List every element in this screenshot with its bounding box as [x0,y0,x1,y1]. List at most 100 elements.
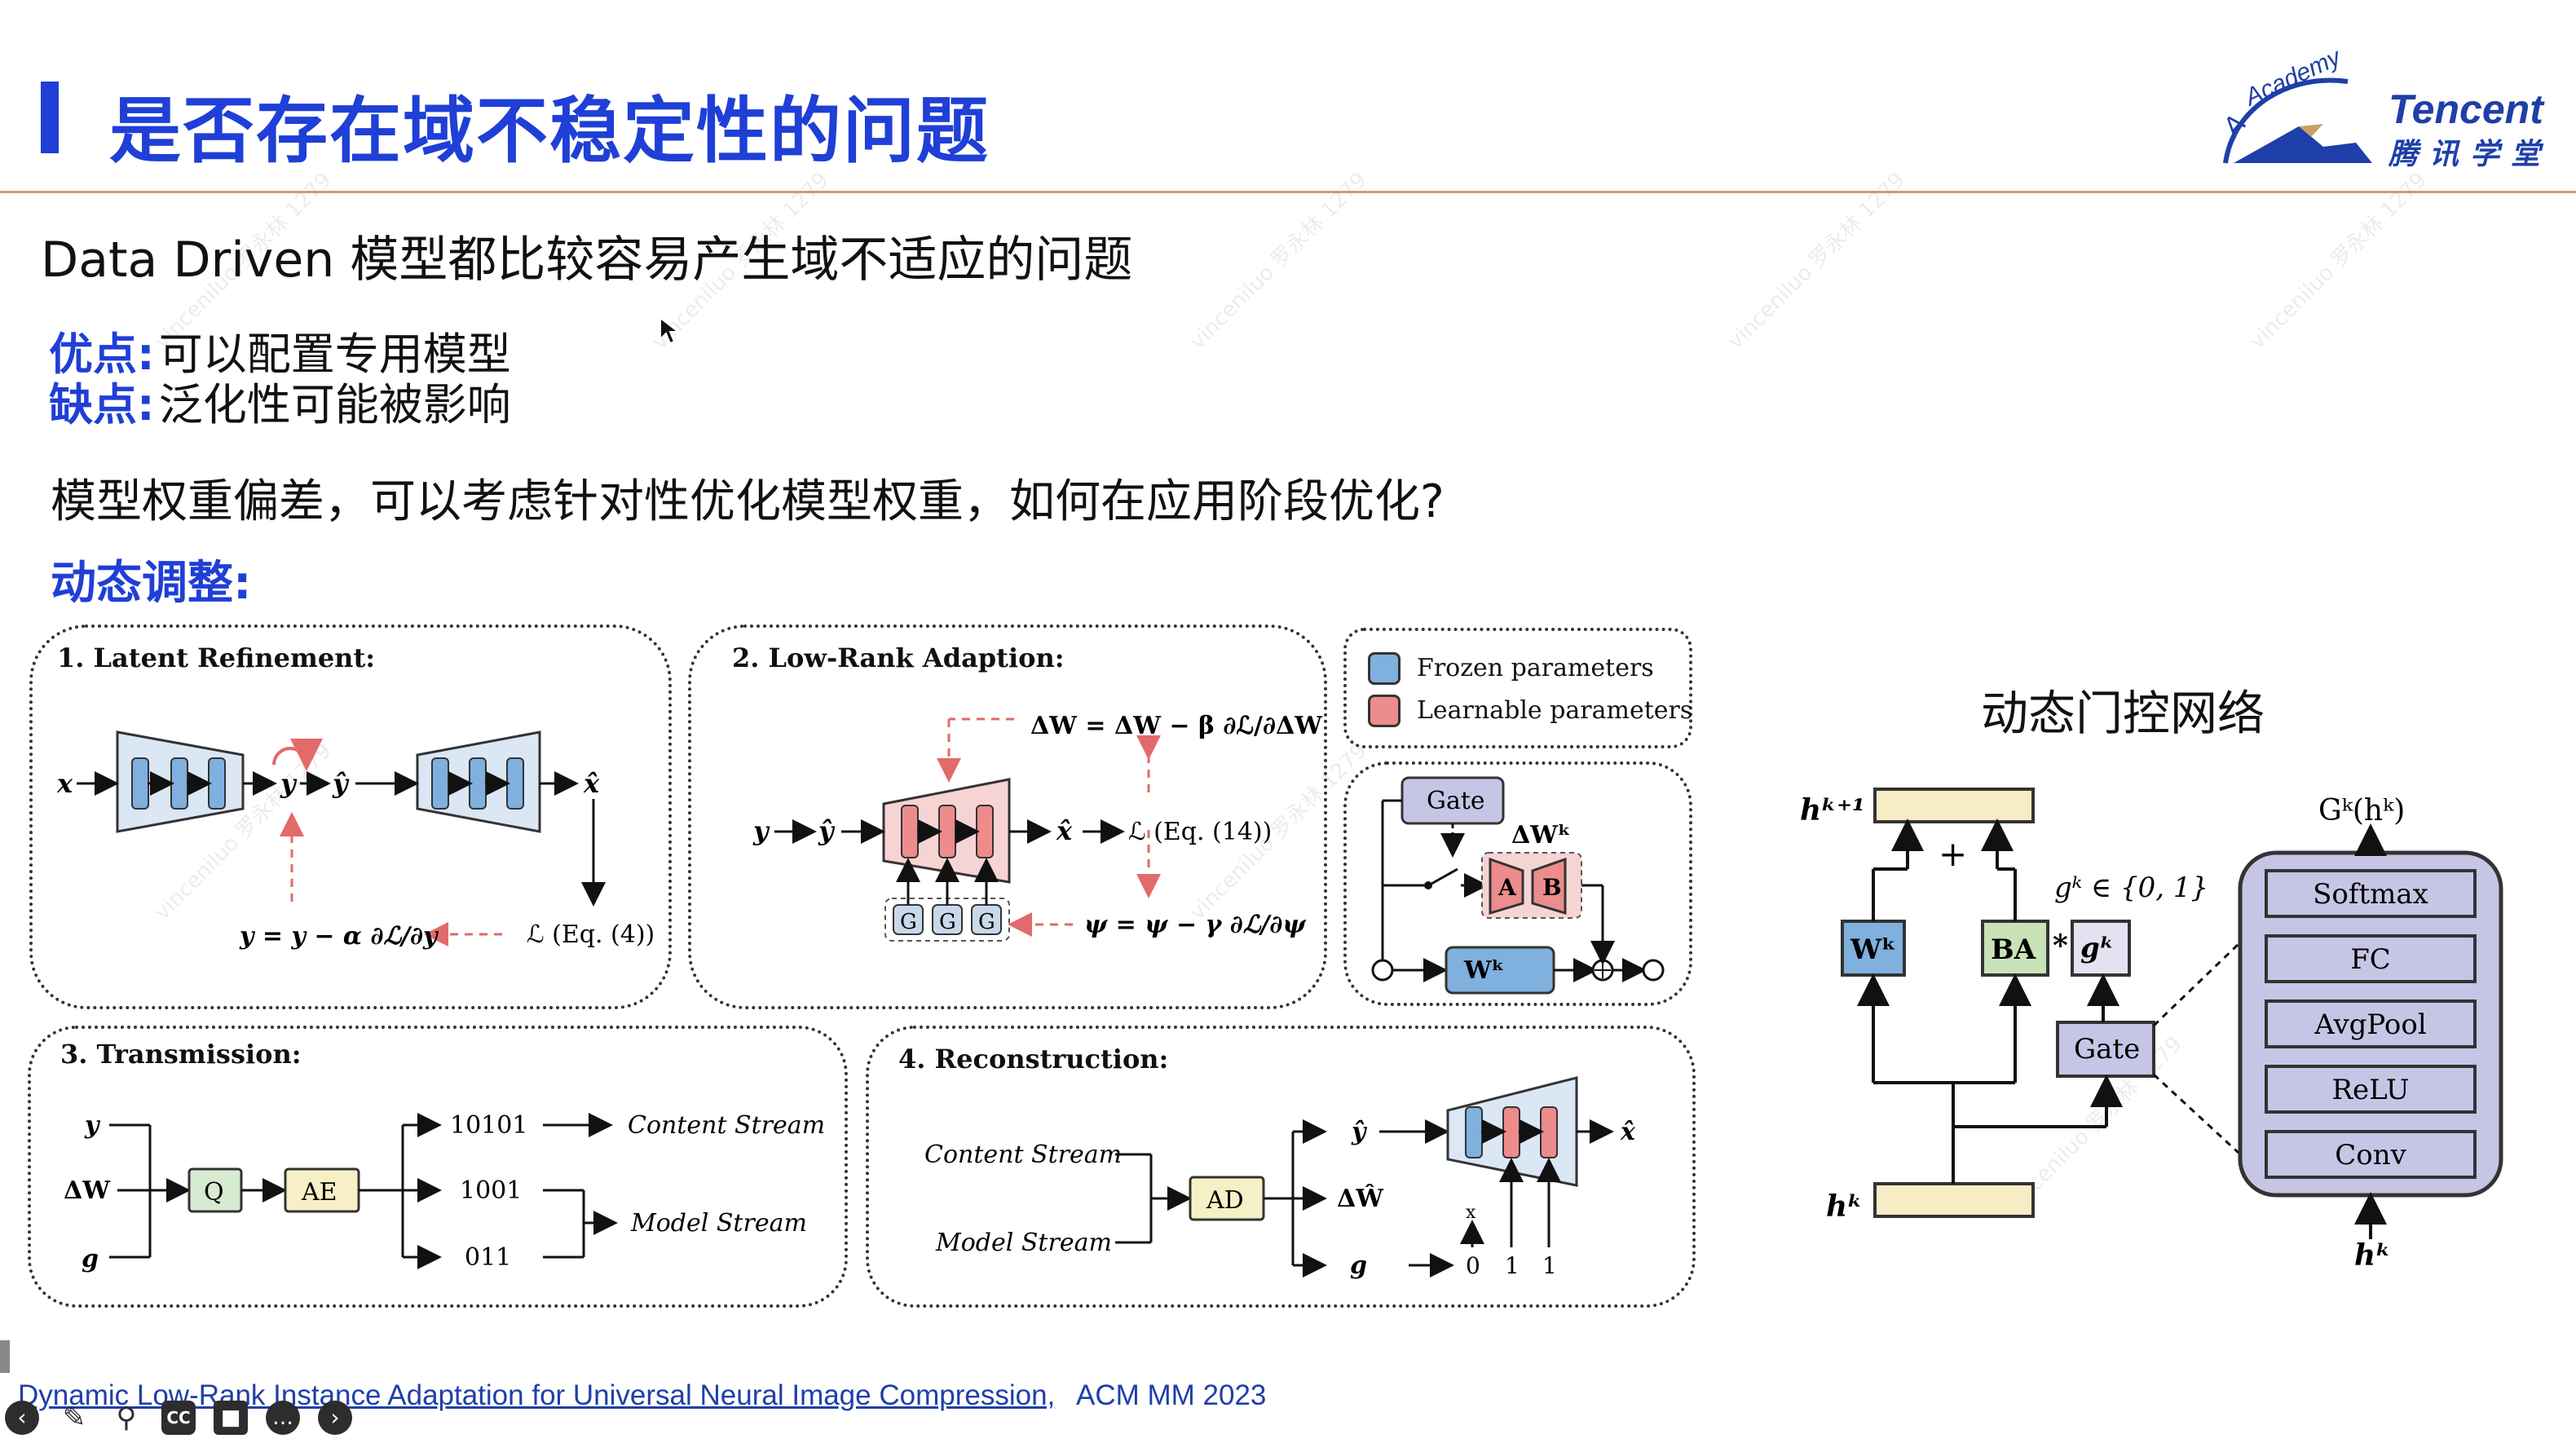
tencent-academy-logo: A Academy [2216,49,2372,164]
gating-network-title: 动态门控网络 [1981,686,2265,741]
zoom-icon[interactable]: ⚲ [116,1401,137,1434]
pros-text: 可以配置专用模型 [158,329,511,380]
panel4-ad: AD [1206,1186,1244,1215]
panel2-title: 2. Low-Rank Adaption: [732,642,1065,673]
panel4-dwhat: ΔŴ [1337,1184,1384,1213]
panel-low-rank-adaption [688,624,1327,1009]
gate-detail-diagram: Gate Wᵏ A B ΔWᵏ [1371,776,1665,995]
panel4-diagram: Content Stream Model Stream AD ŷ ΔŴ g x̂… [924,1076,1636,1280]
cons-text: 泛化性可能被影响 [158,379,511,430]
panel-gate-detail [1343,761,1692,1006]
panel4-content-stream: Content Stream [924,1141,1122,1169]
panel3-content-stream: Content Stream [628,1111,825,1140]
panel2-yhat: ŷ [818,815,836,846]
cons-label: 缺点: [49,379,155,430]
panel4-g2: 1 [1542,1252,1557,1279]
panel3-ae: AE [301,1178,337,1207]
panel4-gx: x [1466,1202,1476,1223]
logo-tencent-text: Tencent [2389,86,2543,132]
gate-layer-relu: ReLU [2331,1074,2409,1106]
gate-layers: Softmax FC AvgPool ReLU Conv [2265,869,2477,1179]
back-icon[interactable]: ‹ [5,1401,39,1435]
panel4-g1: 1 [1505,1252,1520,1279]
cons-line: 缺点: 泛化性可能被影响 [49,368,511,433]
legend-learnable-label: Learnable parameters [1417,696,1693,725]
panel2-delta-update: ΔW = ΔW − β ∂ℒ/∂ΔW [1030,712,1323,740]
panel-latent-refinement [29,624,672,1009]
legend-learnable-swatch [1368,695,1400,727]
gate-net-gate: Gate [2074,1033,2140,1066]
gate-layer-conv: Conv [2335,1139,2406,1172]
panel1-xhat: x̂ [583,768,600,799]
panel2-psi-update: ψ = ψ − γ ∂ℒ/∂ψ [1084,911,1307,939]
gate-net-wk: Wᵏ [1850,933,1896,966]
logo-chinese-text: 腾讯学堂 [2389,138,2552,171]
panel1-y: y [280,768,298,799]
panel-reconstruction [866,1026,1696,1308]
panel2-g2: G [939,910,956,934]
gate-detail-w: Wᵏ [1463,956,1504,985]
panel1-update: y = y − α ∂ℒ/∂y [239,922,439,951]
slide-edge-marker [0,1340,10,1373]
pen-icon[interactable]: ✎ [62,1401,86,1434]
panel2-diagram: ΔW = ΔW − β ∂ℒ/∂ΔW y ŷ x̂ ℒ (Eq. (14)) G… [752,712,1323,942]
legend-box [1343,628,1692,748]
panel2-g1: G [900,910,917,934]
more-icon[interactable]: … [266,1401,300,1435]
gate-net-ba: BA [1991,933,2036,966]
panel1-title: 1. Latent Refinement: [57,642,376,673]
gate-net-plus: + [1939,834,1967,874]
gate-detail-a: A [1498,874,1517,901]
gate-net-hk-bottom: hᵏ [2354,1238,2391,1272]
panel3-g: g [82,1245,99,1273]
legend-frozen-swatch [1368,652,1400,685]
panel3-dw: ΔW [64,1176,111,1205]
gate-detail-gate: Gate [1427,787,1485,815]
forward-icon[interactable]: › [318,1401,352,1435]
gate-detail-b: B [1542,874,1562,901]
panel3-y: y [84,1111,101,1140]
panel4-yhat: ŷ [1351,1118,1368,1146]
panel1-yhat: ŷ [332,768,350,799]
gate-layer-fc: FC [2350,943,2391,976]
panel4-g0: 0 [1466,1252,1480,1279]
presentation-toolbar: ‹ ✎ ⚲ CC ■ … › [0,1396,375,1443]
panel2-y: y [752,815,770,846]
gate-layer-softmax: Softmax [2313,878,2428,911]
panel2-xhat: x̂ [1056,815,1073,846]
citation-venue: ACM MM 2023 [1076,1379,1267,1411]
title-divider [0,191,2576,193]
panel3-q: Q [204,1178,224,1207]
panel3-bits2: 1001 [460,1176,522,1205]
subtitle: Data Driven 模型都比较容易产生域不适应的问题 [41,232,1133,289]
panel4-xhat: x̂ [1620,1118,1636,1146]
gate-net-gk-set: gᵏ ∈ {0, 1} [2054,872,2208,904]
legend-frozen-label: Frozen parameters [1417,654,1654,682]
panel2-loss: ℒ (Eq. (14)) [1128,818,1272,846]
gate-net-hk1: hᵏ⁺¹ [1800,793,1865,827]
panel3-title: 3. Transmission: [60,1039,302,1070]
panel3-model-stream: Model Stream [630,1209,807,1238]
dynamic-adjust-label: 动态调整: [51,557,252,610]
panel1-loss: ℒ (Eq. (4)) [527,920,655,949]
gating-network-diagram: hᵏ⁺¹ + Wᵏ BA * gᵏ gᵏ ∈ {0, 1} Gate hᵏ Gᵏ… [1800,788,2503,1272]
gate-net-hk: hᵏ [1826,1189,1863,1224]
panel-transmission [28,1026,848,1308]
mouse-cursor-icon [659,316,680,345]
page-title: 是否存在域不稳定性的问题 [109,89,990,173]
gate-net-star: * [2053,929,2068,963]
gate-net-gkhk: Gᵏ(hᵏ) [2318,794,2405,827]
captions-icon[interactable]: CC [161,1401,196,1435]
gate-layer-avgpool: AvgPool [2314,1008,2426,1041]
video-icon[interactable]: ■ [214,1401,248,1435]
gate-net-gk: gᵏ [2080,932,2115,964]
panel4-title: 4. Reconstruction: [898,1044,1169,1075]
title-accent-bar [41,82,59,153]
panel3-bits3: 011 [465,1243,511,1272]
gate-detail-delta: ΔWᵏ [1511,821,1571,849]
pros-label: 优点: [49,329,155,380]
panel1-diagram: x y ŷ x̂ ℒ (Eq. (4)) y = y − α ∂ℒ/∂y [56,730,655,951]
panel4-g: g [1350,1251,1367,1280]
pros-line: 优点: 可以配置专用模型 [49,318,511,382]
question-text: 模型权重偏差，可以考虑针对性优化模型权重，如何在应用阶段优化? [51,475,1445,528]
